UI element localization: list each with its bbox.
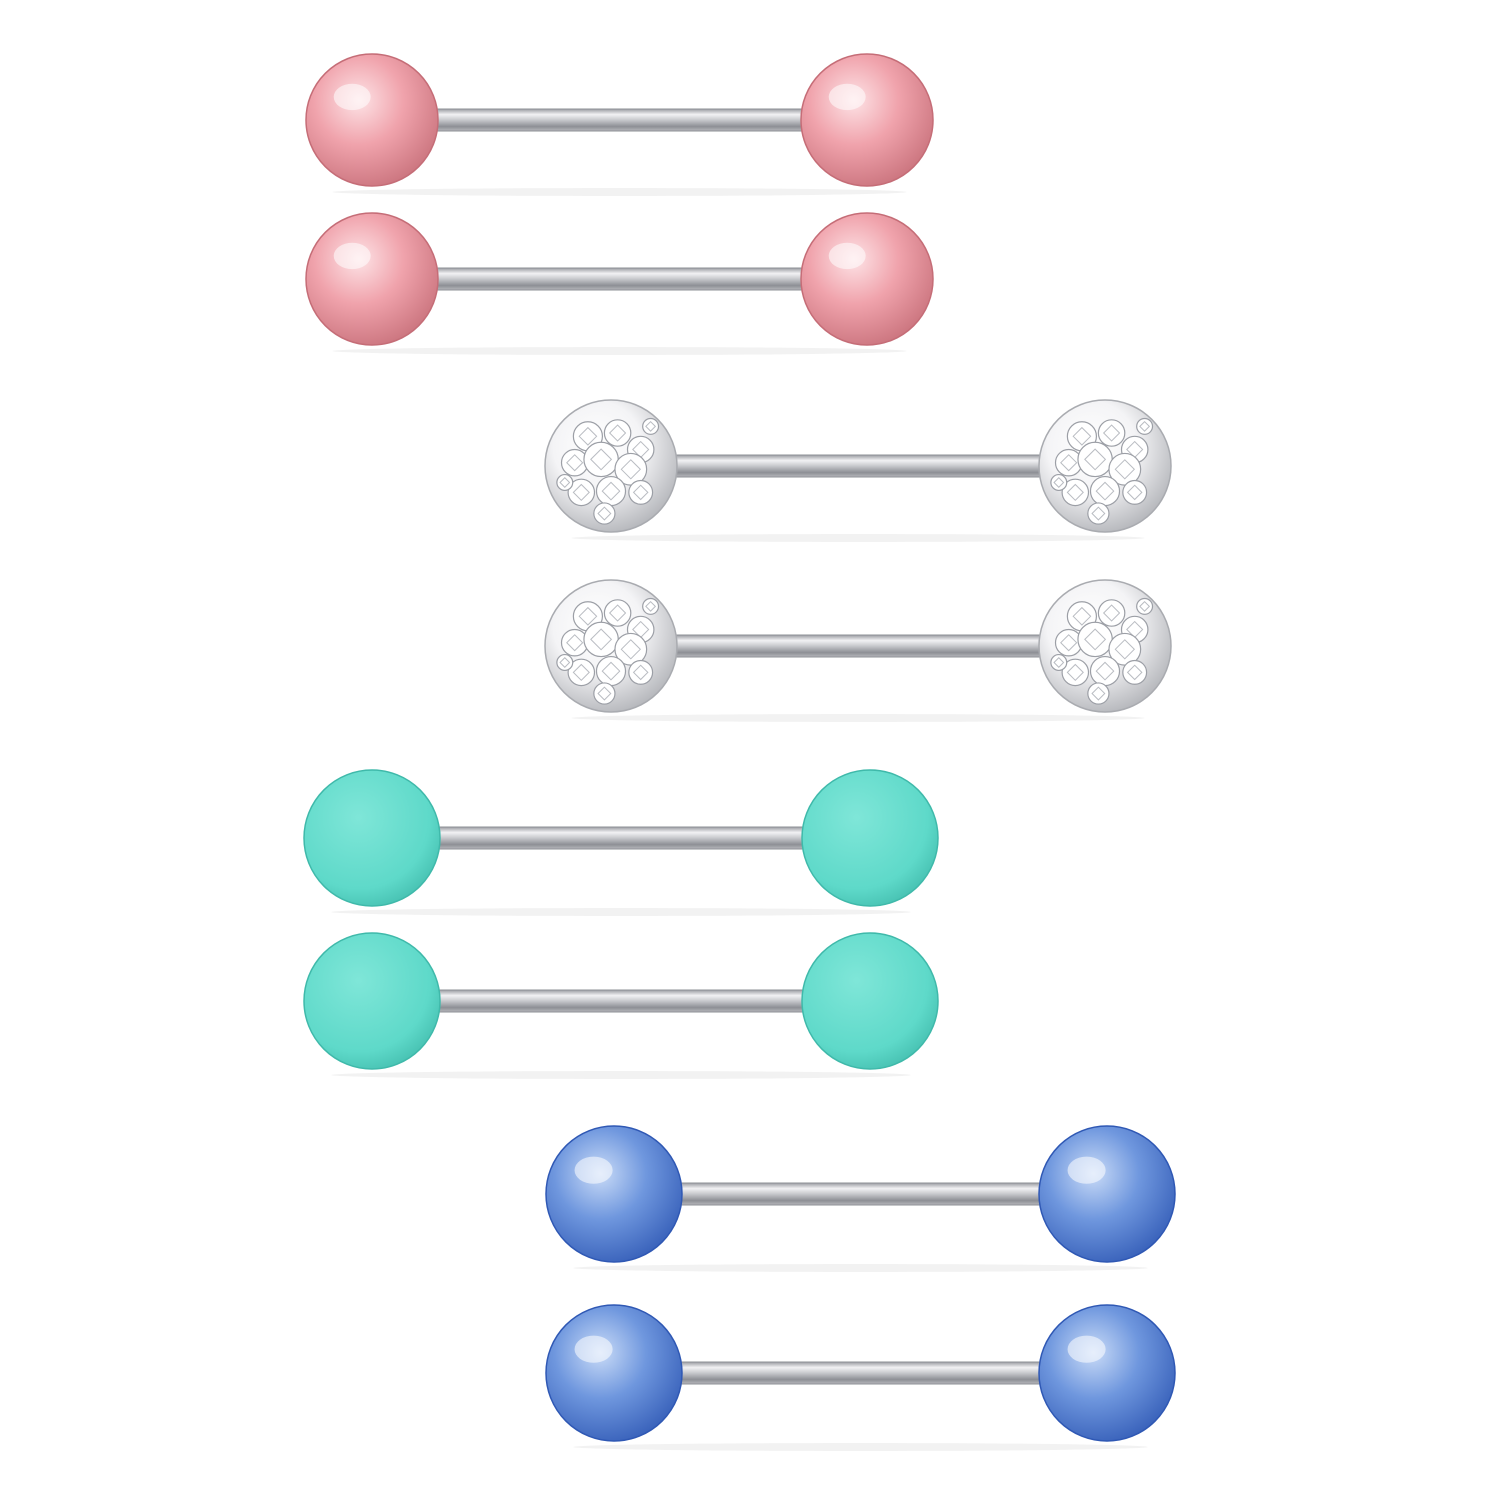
right-ball (800, 53, 934, 187)
right-ball (1038, 579, 1172, 713)
shadow (571, 714, 1145, 722)
shadow (331, 908, 911, 916)
right-ball (1038, 1125, 1176, 1263)
right-ball (1038, 1304, 1176, 1442)
left-ball (303, 932, 441, 1070)
left-ball (545, 1304, 683, 1442)
shadow (332, 188, 907, 196)
steel-bar (411, 108, 828, 132)
steel-bar (654, 1361, 1067, 1385)
barbell-5 (303, 769, 939, 916)
barbell-8 (545, 1304, 1176, 1451)
barbell-1 (305, 53, 934, 196)
right-ball (800, 212, 934, 346)
barbell-6 (303, 932, 939, 1079)
left-ball (544, 399, 678, 533)
shadow (573, 1443, 1148, 1451)
right-ball (1038, 399, 1172, 533)
steel-bar (412, 826, 830, 850)
barbell-group (303, 53, 1176, 1451)
barbell-3 (544, 399, 1172, 542)
steel-bar (650, 454, 1066, 478)
right-ball (801, 932, 939, 1070)
steel-bar (411, 267, 828, 291)
steel-bar (654, 1182, 1067, 1206)
left-ball (305, 212, 439, 346)
steel-bar (412, 989, 830, 1013)
barbell-7 (545, 1125, 1176, 1272)
right-ball (801, 769, 939, 907)
left-ball (305, 53, 439, 187)
steel-bar (650, 634, 1066, 658)
barbell-4 (544, 579, 1172, 722)
shadow (332, 347, 907, 355)
shadow (571, 534, 1145, 542)
shadow (573, 1264, 1148, 1272)
left-ball (303, 769, 441, 907)
left-ball (545, 1125, 683, 1263)
barbell-2 (305, 212, 934, 355)
shadow (331, 1071, 911, 1079)
left-ball (544, 579, 678, 713)
